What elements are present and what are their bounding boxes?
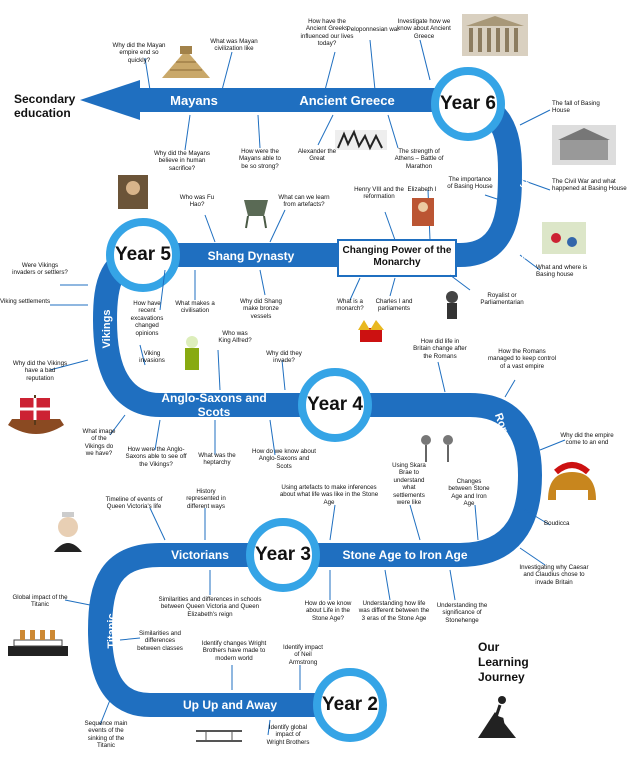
topic-monarchy: Changing Power of the Monarchy — [342, 245, 452, 268]
question-empire-end: Why did the empire come to an end — [560, 432, 614, 447]
basing-fall-icon — [552, 125, 616, 165]
stone-age-figure-icon — [421, 435, 453, 462]
mayan-pyramid-icon — [162, 46, 210, 78]
question-roman-control: How the Romans managed to keep control o… — [487, 348, 557, 370]
question-heptarchy: What was the heptarchy — [198, 452, 236, 467]
question-excavations: How have recent excavations changed opin… — [130, 300, 164, 337]
royalist-figure-icon — [446, 291, 458, 319]
topic-mayans: Mayans — [170, 93, 218, 108]
question-bronze: Why did Shang make bronze vessels — [240, 298, 282, 320]
year4-label: Year 4 — [307, 394, 363, 415]
question-athens: The strength of Athens – Battle of Marat… — [394, 148, 444, 170]
question-monarch: What is a monarch? — [336, 298, 364, 313]
question-fu-hao: Who was Fu Hao? — [179, 194, 215, 209]
journey-label: Our Learning Journey — [478, 640, 529, 684]
exit-arrow-head — [80, 80, 140, 120]
topic-titanic: Titanic — [106, 613, 118, 649]
question-greek-influence: How have the Ancient Greeks influenced o… — [300, 18, 354, 48]
question-boudicca: Boudicca — [544, 520, 570, 527]
question-image-vikings: What image of the Vikings do we have? — [82, 428, 116, 458]
question-elizabeth: Elizabeth I — [407, 186, 437, 193]
question-civilisation: What makes a civilisation — [175, 300, 215, 315]
topic-vikings: Vikings — [101, 309, 113, 349]
hiker-icon — [474, 694, 520, 740]
parthenon-icon — [462, 14, 528, 56]
question-know-stone: How do we know about Life in the Stone A… — [304, 600, 352, 622]
elizabeth-portrait-icon — [412, 198, 434, 226]
topic-up-up-and-away: Up Up and Away — [182, 698, 277, 712]
question-know-greece: Investigate how we know about Ancient Gr… — [397, 18, 451, 40]
question-skara-brae: Using Skara Brae to understand what sett… — [392, 462, 426, 507]
question-timeline: Timeline of events of Queen Victoria's l… — [105, 496, 163, 511]
question-armstrong: Identify impact of Neil Armstrong — [283, 644, 323, 666]
question-caesar: Investigating why Caesar and Claudius ch… — [519, 564, 589, 586]
question-civil-war: The Civil War and what happened at Basin… — [552, 178, 627, 193]
question-sequence-titanic: Sequence main events of the sinking of t… — [84, 720, 128, 750]
exit-label: Secondary education — [14, 92, 76, 120]
viking-ship-icon — [8, 395, 64, 434]
bronze-vessel-icon — [244, 200, 268, 229]
question-classes: Similarities and differences between cla… — [137, 630, 183, 652]
question-artefacts: What can we learn from artefacts? — [278, 194, 330, 209]
question-changes-stone: Changes between Stone Age and Iron Age — [448, 478, 490, 508]
question-viking-invasions: Viking invasions — [139, 350, 165, 365]
question-mayans-strong: How were the Mayans able to be so strong… — [239, 148, 281, 170]
monarchy-box — [337, 239, 457, 277]
question-stone-inferences: Using artefacts to make inferences about… — [279, 484, 379, 506]
titanic-ship-icon — [8, 630, 68, 656]
question-alexander: Alexander the Great — [297, 148, 337, 163]
year6-ring — [431, 67, 505, 141]
year4-ring — [298, 368, 372, 442]
year5-label: Year 5 — [115, 244, 171, 265]
question-stonehenge: Understanding the significance of Stoneh… — [436, 602, 488, 624]
roman-helmet-icon — [548, 462, 596, 500]
question-history-ways: History represented in different ways — [186, 488, 226, 510]
question-where-basing: What and where is Basing house — [536, 264, 588, 279]
question-peloponnesian: Peloponnesian war — [346, 26, 400, 33]
basing-battle-icon — [542, 222, 586, 254]
question-vikings-invaders: Were Vikings invaders or settlers? — [12, 262, 68, 277]
topic-local-study: Local Study – Basing House — [520, 138, 530, 260]
topic-stone-age: Stone Age to Iron Age — [342, 548, 468, 562]
topic-victorians: Victorians — [171, 548, 229, 562]
topic-ancient-greece: Ancient Greece — [299, 93, 395, 108]
question-life-different: Understanding how life was different bet… — [358, 600, 430, 622]
topic-shang-dynasty: Shang Dynasty — [207, 249, 295, 263]
question-alfred: Who was King Alfred? — [218, 330, 252, 345]
year2-ring — [313, 668, 387, 742]
question-global-titanic: Global impact of the Titanic — [12, 594, 68, 609]
question-wright-changes: Identify changes Wright Brothers have ma… — [201, 640, 267, 662]
year2-label: Year 2 — [322, 694, 378, 715]
year5-ring — [106, 218, 180, 292]
question-fall-basing: The fall of Basing House — [552, 100, 600, 115]
year3-label: Year 3 — [255, 544, 311, 565]
year3-ring — [246, 518, 320, 592]
year6-label: Year 6 — [440, 93, 496, 114]
question-mayan-civilization: What was Mayan civilization like — [210, 38, 258, 53]
question-invade: Why did they invade? — [266, 350, 302, 365]
question-viking-settlements: Viking settlements — [0, 298, 51, 305]
question-royalist: Royalist or Parliamentarian — [480, 292, 524, 307]
wright-plane-icon — [196, 730, 242, 742]
question-henry: Henry VIII and the reformation — [354, 186, 404, 201]
topic-anglo-saxons: Anglo-Saxons and Scots — [161, 391, 267, 419]
question-see-off: How were the Anglo-Saxons able to see of… — [125, 446, 187, 468]
question-know-anglo: How do we know about Anglo-Saxons and Sc… — [252, 448, 316, 470]
question-global-wright: Identify global impact of Wright Brother… — [266, 724, 310, 746]
queen-victoria-icon — [54, 512, 82, 552]
question-human-sacrifice: Why did the Mayans believe in human sacr… — [153, 150, 211, 172]
question-importance-basing: The importance of Basing House — [447, 176, 493, 191]
king-alfred-icon — [185, 336, 199, 370]
question-schools: Similarities and differences in schools … — [158, 596, 262, 618]
mayan-portrait-icon — [118, 175, 148, 209]
crown-icon — [358, 320, 384, 342]
question-charles: Charles I and parliaments — [375, 298, 413, 313]
question-bad-reputation: Why did the Vikings have a bad reputatio… — [12, 360, 68, 382]
greek-battle-icon — [335, 129, 387, 151]
question-mayan-end: Why did the Mayan empire end so quickly? — [112, 42, 166, 64]
question-life-change: How did life in Britain change after the… — [413, 338, 467, 360]
